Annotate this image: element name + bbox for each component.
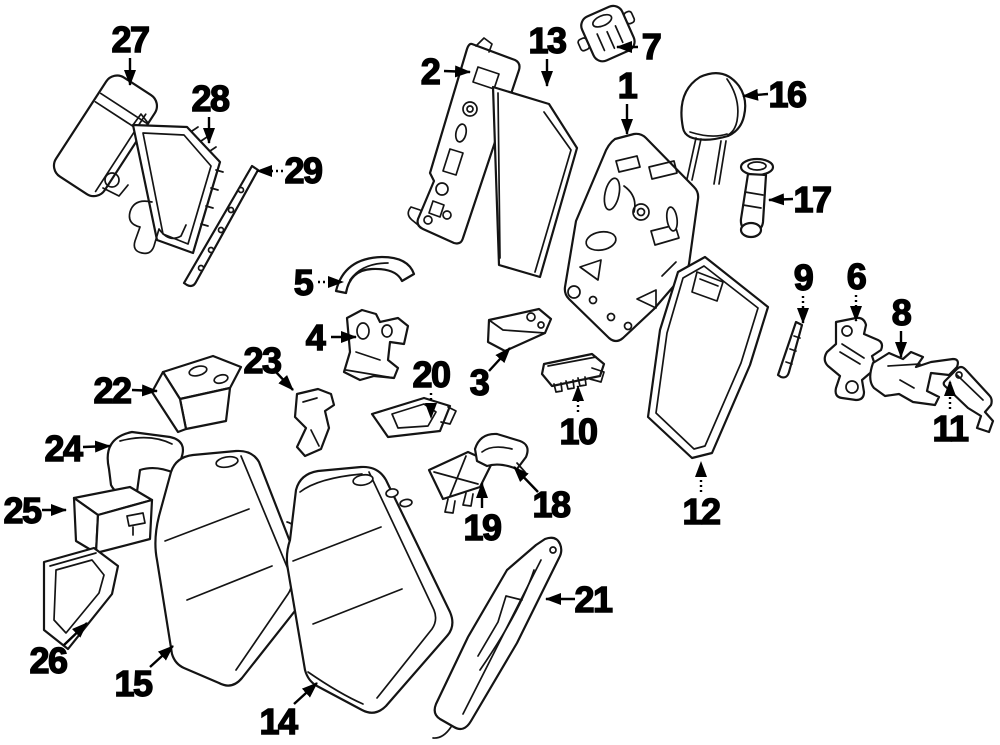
callout-3: 3 bbox=[469, 347, 511, 404]
callout-arrow-3 bbox=[488, 347, 511, 372]
callout-arrow-14 bbox=[293, 682, 318, 705]
callout-arrow-24 bbox=[82, 440, 111, 453]
callout-number-7: 7 bbox=[642, 26, 661, 67]
callout-24: 24 bbox=[44, 427, 111, 470]
callout-number-21: 21 bbox=[574, 579, 613, 620]
callout-14: 14 bbox=[259, 682, 318, 743]
callout-22: 22 bbox=[93, 369, 158, 412]
part-18-trim bbox=[473, 432, 529, 473]
callout-number-2: 2 bbox=[421, 51, 440, 92]
part-8-hook-bracket bbox=[869, 350, 959, 407]
part-26-tray bbox=[42, 546, 120, 651]
callout-13: 13 bbox=[528, 19, 568, 87]
callout-28: 28 bbox=[191, 77, 231, 144]
callout-arrow-15 bbox=[149, 645, 174, 668]
callout-number-29: 29 bbox=[284, 150, 322, 191]
callout-number-20: 20 bbox=[412, 354, 450, 395]
callout-4: 4 bbox=[305, 316, 357, 359]
callout-20: 20 bbox=[412, 353, 452, 419]
part-20-bezel bbox=[370, 396, 457, 439]
part-9-side-strip bbox=[776, 320, 804, 379]
callout-number-25: 25 bbox=[3, 490, 42, 531]
callout-arrow-26 bbox=[63, 622, 88, 646]
part-14-cushion bbox=[285, 465, 454, 714]
part-7-latch bbox=[577, 4, 636, 63]
part-3-plate bbox=[486, 307, 553, 353]
callout-number-15: 15 bbox=[114, 663, 153, 704]
callout-1: 1 bbox=[617, 64, 640, 135]
callout-9: 9 bbox=[793, 256, 815, 324]
part-10-connector bbox=[540, 352, 606, 393]
callout-number-12: 12 bbox=[682, 491, 720, 532]
callout-23: 23 bbox=[243, 339, 294, 391]
callout-number-8: 8 bbox=[892, 292, 911, 333]
callout-arrow-17 bbox=[768, 193, 794, 206]
callout-number-28: 28 bbox=[191, 78, 229, 119]
callout-number-22: 22 bbox=[93, 370, 131, 411]
callout-12: 12 bbox=[682, 461, 722, 533]
callout-8: 8 bbox=[891, 291, 913, 358]
callout-number-26: 26 bbox=[29, 640, 67, 681]
callout-arrow-16 bbox=[742, 88, 769, 101]
callout-16: 16 bbox=[742, 73, 808, 116]
callout-number-17: 17 bbox=[793, 179, 831, 220]
callout-21: 21 bbox=[545, 578, 615, 621]
callout-number-14: 14 bbox=[259, 701, 298, 742]
callout-arrow-2 bbox=[443, 65, 471, 78]
callout-2: 2 bbox=[420, 50, 471, 93]
callout-11: 11 bbox=[932, 380, 971, 450]
part-28-frame bbox=[128, 113, 224, 255]
part-17-headrest-guide bbox=[739, 157, 775, 239]
callout-number-24: 24 bbox=[44, 428, 83, 469]
callout-27: 27 bbox=[111, 18, 151, 86]
part-12-back-board bbox=[646, 255, 770, 460]
part-23-bracket bbox=[293, 387, 336, 458]
callout-number-18: 18 bbox=[532, 484, 570, 525]
callout-arrow-23 bbox=[274, 370, 294, 391]
callout-6: 6 bbox=[846, 255, 868, 322]
part-1-seat-frame bbox=[563, 132, 700, 343]
part-25-armrest-base bbox=[72, 485, 154, 555]
part-illustrations bbox=[42, 4, 995, 739]
callout-number-16: 16 bbox=[768, 74, 806, 115]
callout-number-27: 27 bbox=[111, 19, 149, 60]
part-16-headrest bbox=[680, 72, 747, 185]
callout-19: 19 bbox=[463, 482, 503, 549]
callout-18: 18 bbox=[513, 466, 572, 526]
callout-26: 26 bbox=[29, 622, 88, 682]
part-4-bracket bbox=[342, 308, 410, 382]
part-29-retainer-strip bbox=[182, 164, 260, 288]
callout-number-6: 6 bbox=[847, 256, 866, 297]
callout-25: 25 bbox=[3, 489, 67, 532]
callout-29: 29 bbox=[256, 149, 324, 192]
part-15-cushion bbox=[154, 449, 308, 687]
part-5-strap bbox=[334, 255, 416, 295]
callout-17: 17 bbox=[768, 178, 833, 221]
part-13-back-panel bbox=[491, 85, 579, 279]
callout-number-11: 11 bbox=[932, 408, 969, 449]
callout-arrow-18 bbox=[513, 466, 539, 493]
callout-number-10: 10 bbox=[559, 411, 597, 452]
callout-number-23: 23 bbox=[243, 340, 281, 381]
callout-number-13: 13 bbox=[528, 20, 566, 61]
part-6-latch bbox=[823, 316, 884, 402]
callout-arrow-22 bbox=[131, 384, 158, 397]
callout-5: 5 bbox=[293, 261, 344, 304]
callout-number-3: 3 bbox=[470, 362, 489, 403]
callout-10: 10 bbox=[559, 385, 599, 453]
callout-7: 7 bbox=[616, 25, 663, 68]
callout-number-1: 1 bbox=[618, 65, 638, 106]
callout-number-19: 19 bbox=[463, 507, 501, 548]
callout-15: 15 bbox=[114, 645, 174, 705]
callout-number-4: 4 bbox=[306, 317, 326, 358]
part-22-cover bbox=[150, 354, 243, 434]
callout-number-5: 5 bbox=[294, 262, 314, 303]
part-21-side-panel bbox=[432, 536, 563, 739]
callout-number-9: 9 bbox=[794, 257, 813, 298]
